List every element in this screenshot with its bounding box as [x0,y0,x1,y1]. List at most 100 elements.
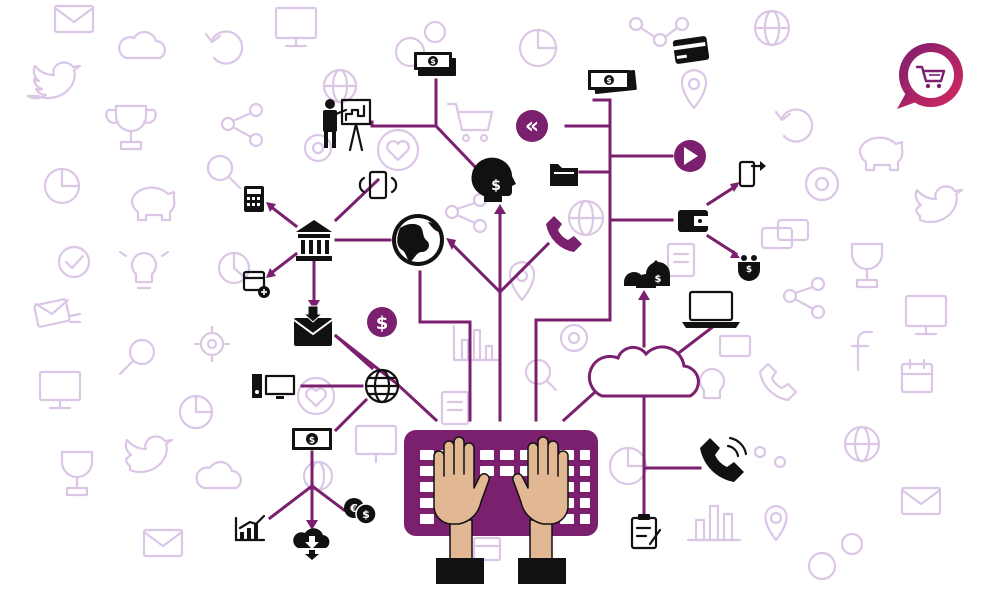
laptop-icon [682,292,740,328]
bg-piggy-icon [132,188,174,220]
bg-lightbulb-icon [120,252,168,288]
credit-card-icon [671,36,709,64]
phone-ringing-icon [700,438,746,482]
coin-dollar-sign-2: $ [362,508,370,521]
bg-gear-icon-6 [806,168,838,200]
cart-badge-button[interactable] [893,41,965,113]
bg-globe-icon-4 [755,11,789,45]
head-dollar-sign: $ [491,178,501,194]
bg-mail-icon-2 [34,299,80,327]
bar-chart-icon [236,516,264,540]
bg-magnifier-icon-2 [120,340,154,374]
euro-sign: € [349,502,358,515]
bg-pie-icon-4 [520,30,556,66]
bg-check-icon [59,247,89,277]
dollar-coin-icon: $ [367,307,397,337]
cloud-icon [589,347,698,396]
bg-magnifier-icon-3 [526,360,556,390]
cloud-download-icon [293,528,329,560]
bg-trophy-icon [106,106,155,149]
money-bags-icon: $ [624,260,670,288]
coin-dollar-sign: $ [376,313,389,334]
bg-monitor-icon-2 [40,372,80,408]
bg-doc-icon [442,392,468,424]
folder-icon [550,164,578,186]
globe-icon-2 [366,370,398,402]
bg-gear-icon-4 [561,325,587,351]
bg-monitor-icon-3 [356,426,396,462]
envelope-icon [294,306,332,346]
bg-bird-icon [28,63,80,99]
bg-location-icon [510,262,534,300]
bg-bird-icon-3 [916,187,962,223]
bg-lightbulb-icon-2 [700,369,724,398]
bg-facebook-icon [852,332,872,370]
bank-icon [296,220,332,261]
bg-trophy-icon-2 [62,452,92,495]
bg-mail-icon-4 [720,336,750,356]
globe-icon [392,214,444,266]
cash-stack-icon: $ [414,52,456,76]
play-button-icon[interactable] [674,140,706,172]
currency-coins-icon: € $ [344,498,376,524]
calculator-icon [244,186,264,212]
clipboard-icon [632,514,660,548]
mobile-phone-icon [740,161,766,186]
desktop-computer-icon [252,374,294,399]
bg-globe-icon-5 [845,427,879,461]
bg-monitor-icon-4 [906,296,946,334]
cart-badge-icon [893,41,965,113]
bg-share-icon-2 [446,194,486,232]
bg-phone-icon [760,364,796,400]
bg-heart-icon [378,130,418,170]
cash-stack-icon-2: $ [588,70,637,94]
bg-trophy-icon-3 [852,244,882,287]
rewind-button-icon[interactable]: « [516,110,548,142]
bg-pie-icon-5 [610,448,646,484]
bg-globe-icon-3 [304,462,332,490]
bg-calendar-icon-2 [902,360,932,392]
bg-share-icon-5 [755,447,785,467]
bg-bar-icon-2 [688,506,740,540]
bg-envelope-icon-2 [144,530,182,556]
rewind-glyph: « [525,114,539,139]
bg-share-icon [222,104,262,146]
bg-gear-icon-5 [809,534,862,579]
bg-gear-icon [195,327,229,361]
bg-location-icon-2 [766,506,787,540]
bg-envelope-icon [55,6,93,32]
coin-purse-icon: $ [738,255,760,281]
cash-dollar-sign-2: $ [606,76,612,85]
bag-dollar-sign: $ [655,274,662,285]
bg-cloud-icon [119,32,165,58]
bg-globe-icon [324,70,356,102]
keyboard-icon [404,430,598,536]
bg-pie-icon-3 [180,396,212,428]
purse-dollar-sign: $ [746,265,752,275]
bg-heart-icon-2 [298,378,334,414]
bg-piggy-icon-2 [860,138,902,170]
wallet-icon [678,210,708,232]
cash-dollar-sign: $ [430,57,436,66]
bg-globe-icon-2 [569,201,603,235]
phone-icon [546,216,582,252]
money-bill-icon: $ [292,428,332,450]
bg-chat-icon [762,220,808,248]
bg-calendar-icon [474,538,500,560]
bg-doc-icon-2 [668,244,694,276]
bg-bar-icon [454,326,500,360]
bg-magnifier-icon [208,156,240,188]
bg-monitor-icon [276,8,316,46]
bg-cloud-icon-2 [197,462,241,488]
bg-location-icon-3 [682,70,706,108]
bg-refresh-icon-2 [776,110,812,142]
bg-refresh-icon [206,32,242,64]
bg-cart-icon [448,104,492,141]
bg-envelope-icon-3 [902,488,940,514]
bg-share-icon-4 [784,278,824,318]
bg-bird-icon-2 [126,437,172,473]
bill-dollar-sign: $ [309,436,315,446]
bg-pie-icon [45,169,79,203]
